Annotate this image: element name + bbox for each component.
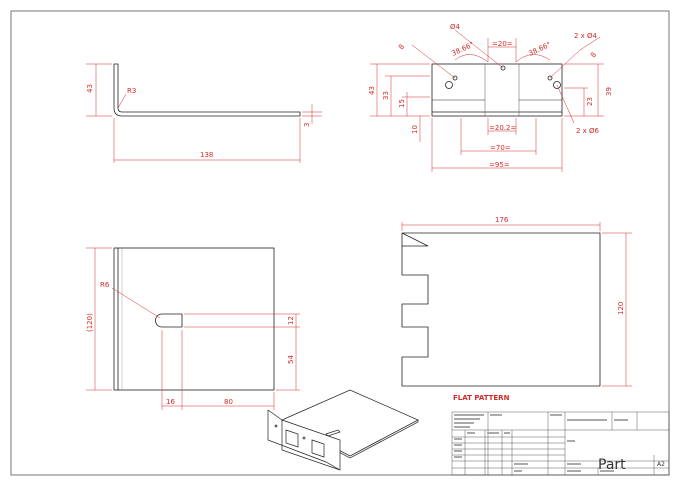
title-sheet-size: A2: [657, 461, 665, 468]
front-width-20-2: =20.2=: [489, 124, 516, 132]
hole-left: [452, 75, 458, 81]
top-view-slot: [155, 313, 183, 328]
front-view-outline: [431, 63, 563, 117]
top-radius-label: R6: [100, 281, 110, 289]
top-view: [113, 247, 275, 391]
top-slot-16: 16: [166, 398, 175, 406]
isometric-view: [267, 389, 419, 471]
side-thickness-label: 3: [303, 123, 311, 127]
front-right-8: 8: [589, 51, 598, 59]
front-height-15: 15: [398, 99, 406, 108]
front-left-8: 8: [397, 43, 406, 51]
front-height-43: 43: [368, 86, 376, 95]
front-angle-left: 38.66°: [450, 41, 475, 58]
front-view: [431, 63, 563, 117]
top-slot-80: 80: [224, 398, 233, 406]
front-view-dimensions: [370, 29, 604, 172]
title-part-name: Part: [598, 457, 626, 473]
hole-right: [547, 75, 553, 81]
front-width-95: =95=: [489, 161, 510, 169]
top-view-outline: [113, 247, 275, 391]
front-height-10: 10: [411, 125, 419, 134]
iso-slot: [325, 429, 341, 437]
side-length-label: 138: [200, 151, 213, 159]
title-block-small-text: [454, 414, 628, 472]
hole-center: [500, 65, 506, 71]
front-view-center-tab: [484, 63, 520, 117]
iso-tab-left: [285, 429, 299, 448]
front-dia4-label: Ø4: [450, 23, 461, 31]
flat-pattern-outline: [401, 232, 601, 387]
sheet-frame: [10, 10, 670, 476]
top-view-dimensions: [86, 247, 300, 410]
front-2xdia4-label: 2 x Ø4: [574, 32, 598, 40]
flat-pattern: [401, 232, 601, 387]
title-block: [451, 411, 670, 476]
flat-pattern-label: FLAT PATTERN: [453, 394, 510, 402]
side-view-dimensions: [86, 63, 322, 163]
flat-height-label: 120: [617, 302, 625, 315]
front-height-33: 33: [382, 91, 390, 100]
front-2xdia6-label: 2 x Ø6: [576, 127, 600, 135]
hole-left-large: [445, 81, 453, 89]
front-right-23: 23: [586, 97, 594, 106]
front-width-20-top: =20=: [492, 40, 513, 48]
iso-tab-right: [311, 439, 325, 458]
top-height-120: (120): [86, 313, 94, 332]
side-view: [113, 63, 301, 117]
flat-pattern-dimensions: [401, 222, 632, 387]
side-radius-label: R3: [127, 87, 136, 95]
front-width-70: =70=: [490, 144, 511, 152]
side-view-profile: [113, 63, 301, 117]
top-slot-12: 12: [287, 316, 295, 325]
side-height-label: 43: [86, 84, 94, 93]
hole-right-large: [553, 81, 561, 89]
front-right-39: 39: [605, 87, 613, 96]
flat-width-label: 176: [495, 216, 509, 224]
top-slot-54: 54: [287, 355, 295, 364]
